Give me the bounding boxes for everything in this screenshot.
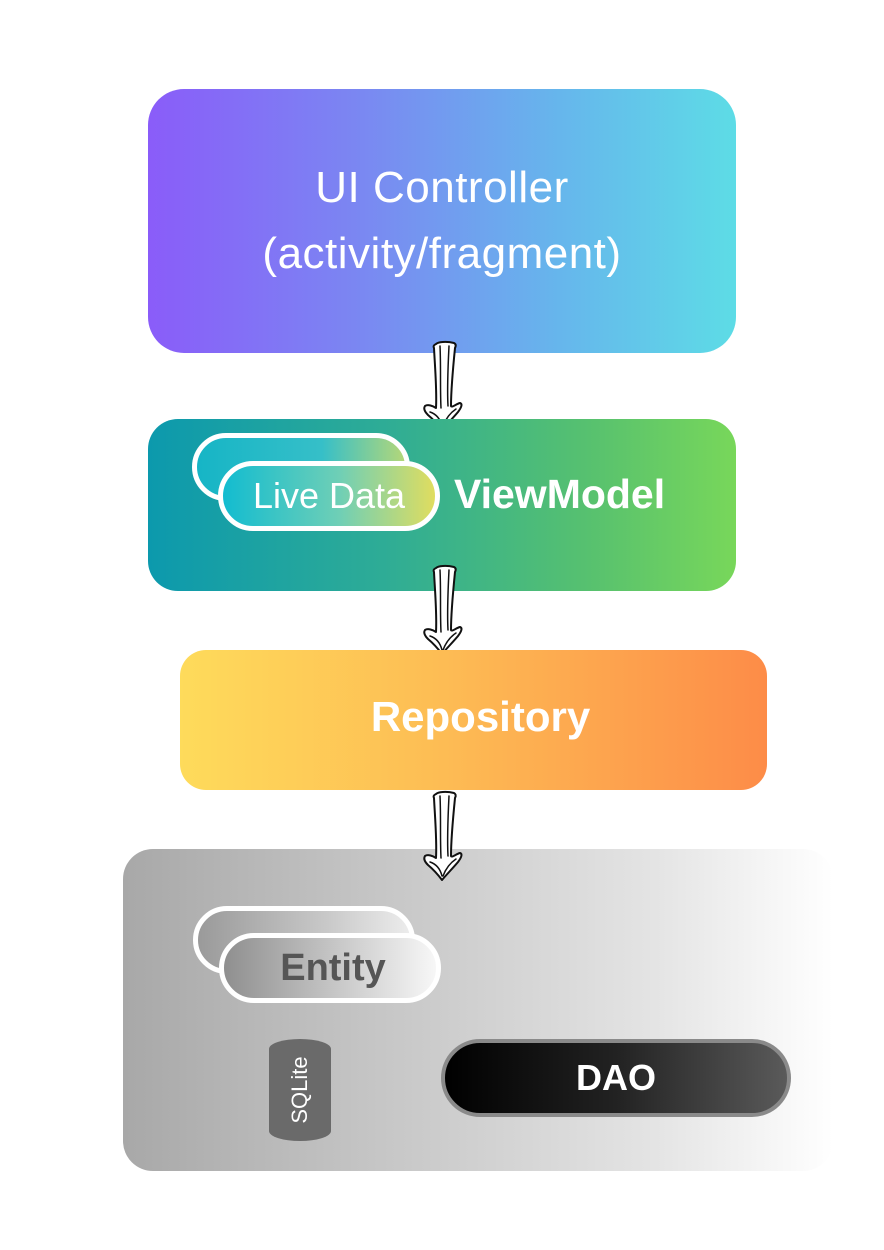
viewmodel-box: Live Data ViewModel: [148, 419, 736, 591]
sqlite-label: SQLite: [287, 1056, 312, 1124]
sqlite-cylinder-icon: SQLite: [269, 1039, 331, 1141]
entity-pill: Entity: [219, 933, 441, 1003]
down-arrow-icon: [423, 564, 463, 655]
down-arrow-icon: [423, 790, 463, 881]
repository-title: Repository: [370, 693, 591, 740]
ui-controller-subtitle: (activity/fragment): [262, 229, 622, 278]
livedata-label: Live Data: [252, 475, 406, 516]
data-layer-box: Entity SQLite DAO: [123, 849, 833, 1171]
ui-controller-box: UI Controller (activity/fragment): [148, 89, 736, 353]
ui-controller-title: UI Controller: [315, 163, 569, 212]
dao-pill: DAO: [441, 1039, 791, 1117]
dao-label: DAO: [576, 1057, 656, 1098]
livedata-pill: Live Data: [218, 461, 440, 531]
viewmodel-title: ViewModel: [454, 471, 666, 517]
entity-label: Entity: [280, 946, 386, 989]
repository-box: Repository: [180, 650, 767, 790]
